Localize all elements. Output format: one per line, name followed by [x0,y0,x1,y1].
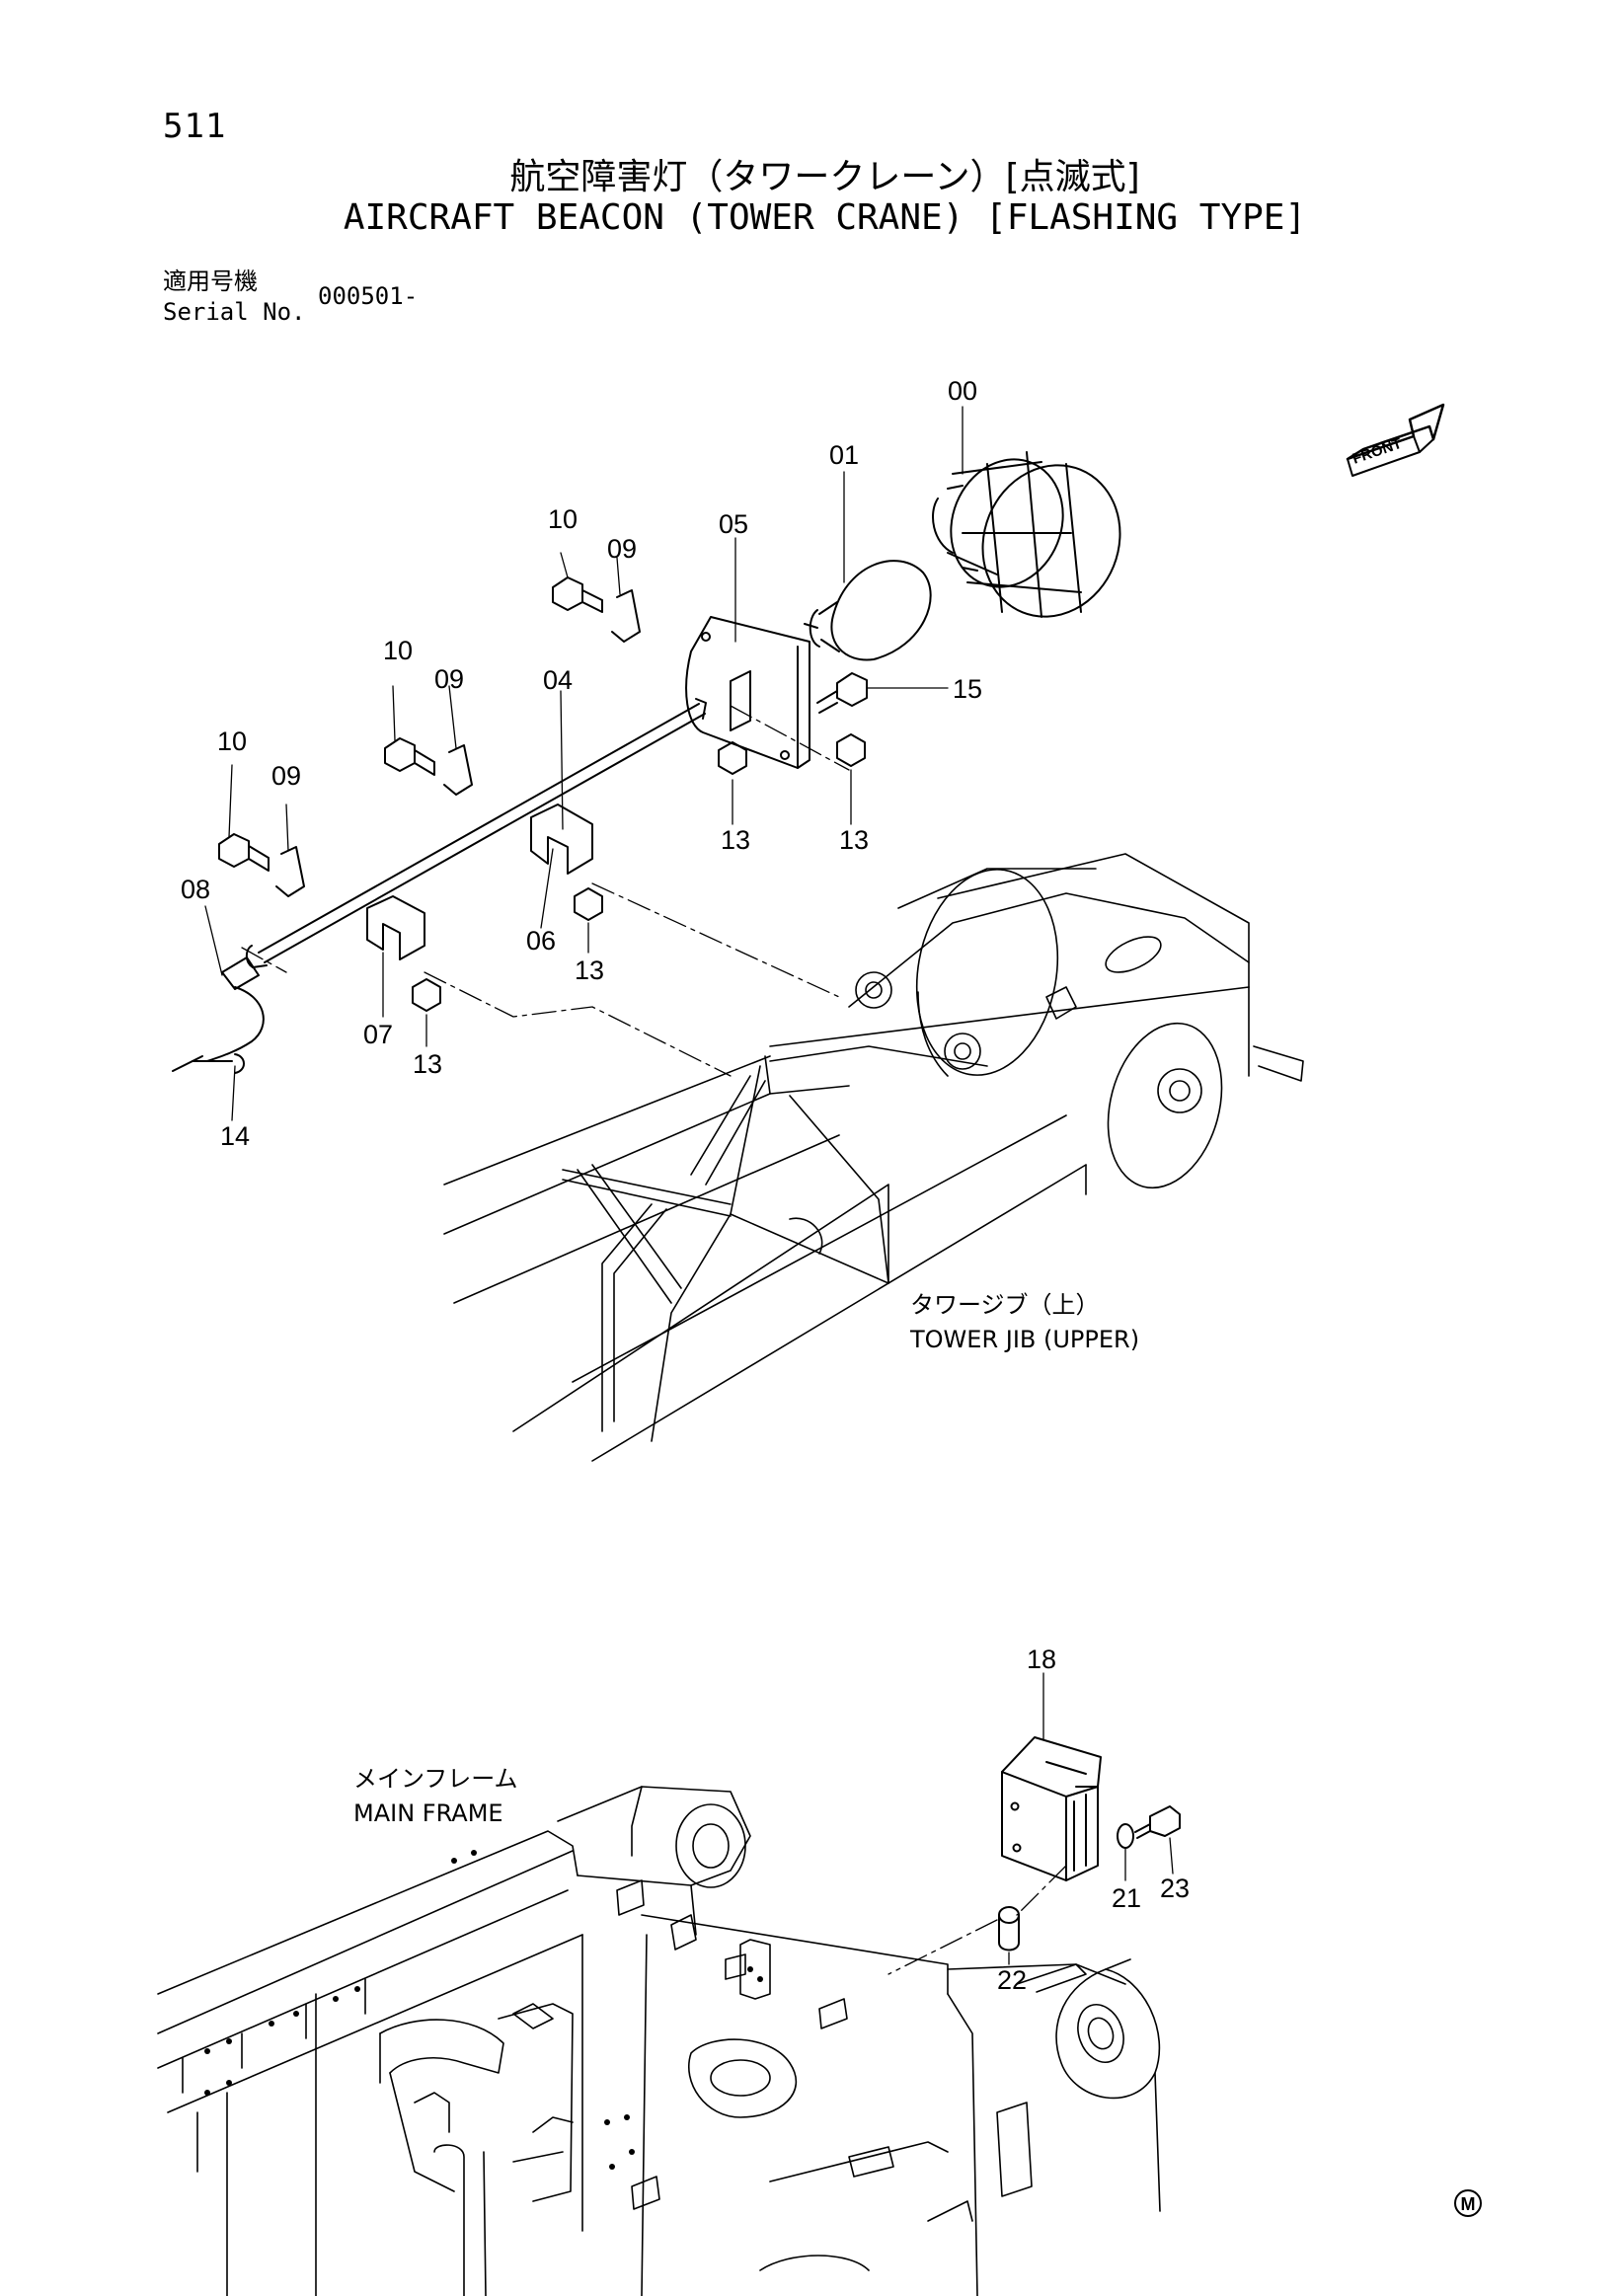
part-label: 13 [575,956,604,985]
tower-jib-structure [443,853,1304,1462]
part-label: 18 [1027,1645,1056,1674]
part-label: 10 [217,727,247,756]
part-label: 23 [1160,1874,1190,1903]
mounting-plate [685,616,810,769]
part-label: 09 [434,664,464,694]
title-japanese: 航空障害灯（タワークレーン）[点滅式] [509,157,1140,197]
front-label: FRONT [1350,435,1404,468]
manufacturer-mark-icon: M [1454,2189,1482,2217]
part-label: 07 [363,1020,393,1049]
beacon-lamp [804,560,932,661]
serial-label-japanese: 適用号機 [163,268,258,295]
part-label: 14 [220,1121,250,1151]
front-arrow-icon [1346,403,1445,477]
part-label: 13 [413,1049,442,1079]
bolt-10-c [218,833,270,872]
leader-lines-lower [1008,1672,1174,1965]
page-number: 511 [163,107,227,146]
part-label: 10 [383,636,413,665]
bolt-10-a [552,576,603,613]
washer-21 [1117,1823,1134,1849]
nut-13-c [574,887,603,921]
serial-label-english: Serial No. [163,298,306,326]
bolt-15 [816,672,868,714]
corner-mark-letter: M [1461,2194,1476,2214]
part-label: 00 [948,376,977,406]
clip-09-a [611,589,641,643]
part-label: 06 [526,926,556,956]
flasher-unit [1001,1736,1102,1881]
nut-13-b [836,733,866,767]
tower-jib-label-english: TOWER JIB (UPPER) [909,1326,1139,1353]
leader-lines-upper [204,406,964,1121]
part-number-labels: 00 01 05 10 09 10 09 04 10 09 08 14 07 1… [181,376,1190,1995]
assembly-centerlines-upper [241,705,850,1077]
clip-09-b [443,744,473,796]
tower-jib-label-japanese: タワージブ（上） [910,1291,1100,1319]
main-frame-label-japanese: メインフレーム [353,1765,518,1793]
spacer-22 [998,1906,1020,1952]
lamp-guard-cage [932,451,1121,618]
bracket-06 [530,804,593,875]
part-label: 01 [829,440,859,470]
clip-09-c [275,846,305,897]
part-label: 13 [721,825,750,855]
part-label: 08 [181,875,210,904]
part-label: 04 [543,665,573,695]
part-label: 13 [839,825,869,855]
main-frame-structure [157,1786,1161,2296]
part-label: 21 [1112,1883,1141,1913]
part-label: 15 [953,674,982,704]
bolt-10-b [384,737,435,776]
bracket-07 [366,895,425,960]
serial-number-value: 000501- [318,282,419,310]
screw-23 [1134,1805,1181,1839]
part-label: 09 [271,761,301,791]
nut-13-d [412,978,441,1012]
main-frame-label-english: MAIN FRAME [353,1799,503,1827]
part-label: 09 [607,534,637,564]
nut-13-a [718,741,747,775]
frame-holes [204,1850,763,2170]
cable-clamp [172,957,265,1074]
title-english: AIRCRAFT BEACON (TOWER CRANE) [FLASHING … [343,197,1307,238]
assembly-centerlines-lower [887,1865,1067,1975]
part-label: 05 [719,509,748,539]
part-label: 10 [548,504,578,534]
cable-rod [245,698,707,968]
part-label: 22 [997,1965,1027,1995]
